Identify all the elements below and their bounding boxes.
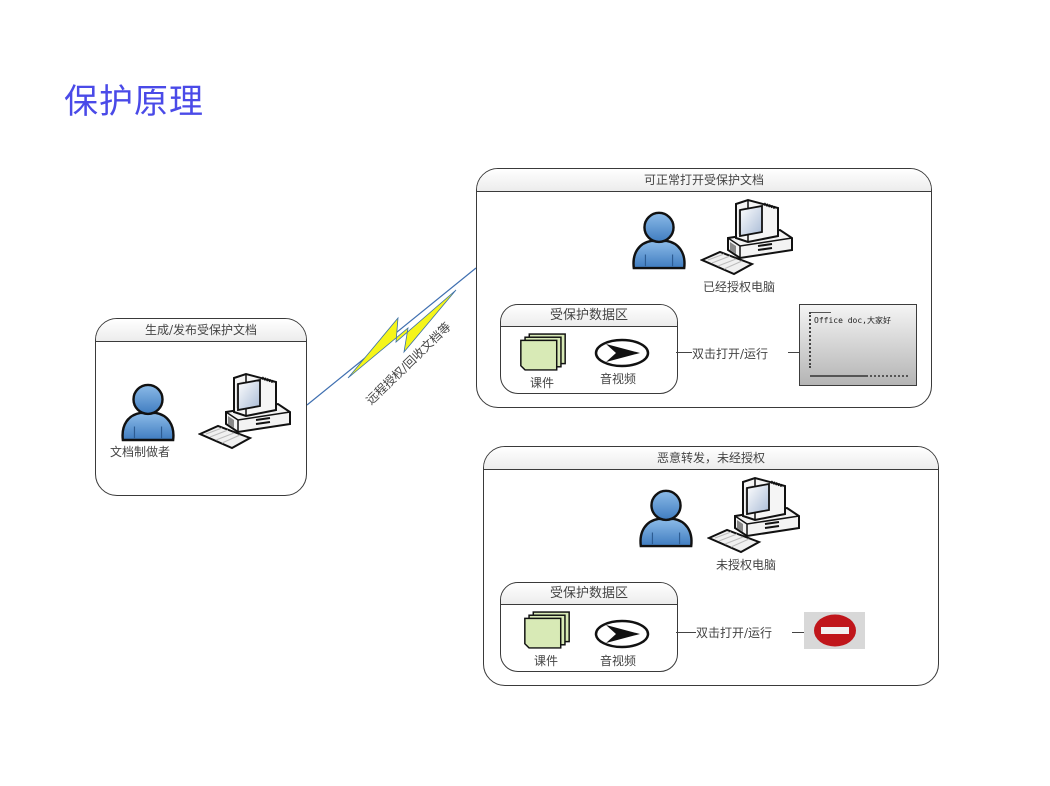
author-computer-icon [198, 372, 293, 450]
courseware-label: 课件 [530, 376, 555, 390]
connector [676, 632, 696, 633]
blocked-indicator [804, 612, 865, 649]
connector [676, 352, 692, 353]
unauthorized-action-label: 双击打开/运行 [696, 626, 773, 640]
authorized-panel: 可正常打开受保护文档 [476, 168, 932, 408]
opened-document-window: Office doc,大家好 [799, 304, 917, 386]
no-entry-icon [814, 614, 856, 647]
courseware-label: 课件 [534, 654, 559, 668]
publisher-panel-header: 生成/发布受保护文档 [96, 319, 306, 342]
connector [788, 352, 800, 353]
unauthorized-computer-label: 未授权电脑 [716, 558, 777, 572]
unauthorized-person-icon [636, 486, 696, 548]
authorized-panel-header: 可正常打开受保护文档 [477, 169, 931, 192]
authorized-person-icon [629, 208, 689, 270]
author-person-icon [119, 380, 177, 442]
media-label: 音视频 [600, 372, 637, 386]
document-stack-icon[interactable] [518, 333, 568, 371]
authorized-data-zone-header: 受保护数据区 [501, 305, 677, 327]
lightning-icon [347, 289, 457, 379]
unauthorized-computer-icon [707, 476, 802, 554]
document-content: Office doc,大家好 [814, 316, 891, 325]
author-label: 文档制做者 [110, 445, 171, 459]
document-stack-icon[interactable] [522, 611, 572, 649]
page-title: 保护原理 [64, 82, 204, 122]
authorized-computer-icon [700, 198, 795, 276]
authorized-action-label: 双击打开/运行 [692, 347, 769, 361]
play-icon[interactable] [594, 619, 650, 649]
unauthorized-data-zone-header: 受保护数据区 [501, 583, 677, 605]
play-icon[interactable] [594, 338, 650, 368]
unauthorized-panel-header: 恶意转发，未经授权 [484, 447, 938, 470]
media-label: 音视频 [600, 654, 637, 668]
authorized-computer-label: 已经授权电脑 [703, 280, 776, 294]
connector [792, 632, 804, 633]
